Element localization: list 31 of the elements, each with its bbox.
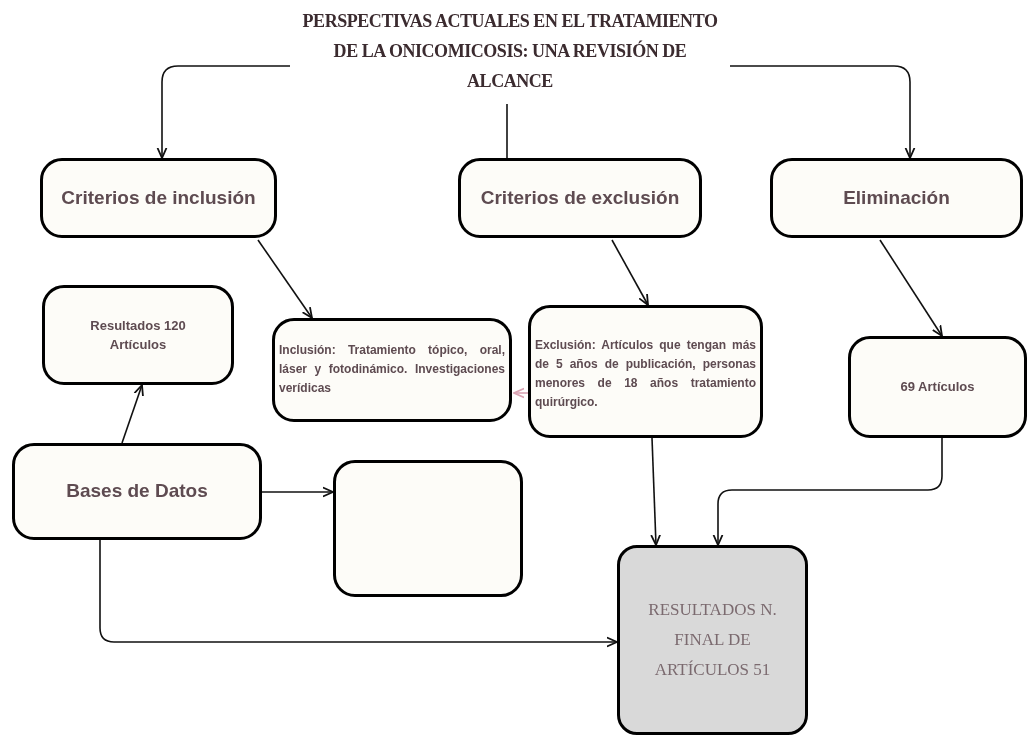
title-text: PERSPECTIVAS ACTUALES EN EL TRATAMIENTO DE LA ONICOMICOSIS: UNA REVISIÓN DE ALCANCE	[301, 10, 719, 93]
process-box	[848, 336, 1027, 438]
result-box	[617, 545, 808, 735]
empty-box	[333, 460, 523, 597]
node-text: Criterios de exclusión	[480, 185, 680, 210]
node-text: Criterios de inclusión	[61, 185, 256, 210]
process-box	[458, 158, 702, 238]
arrow	[513, 387, 529, 399]
arrow	[650, 437, 661, 546]
arrow	[611, 239, 649, 306]
process-box	[770, 158, 1023, 238]
node-text: Exclusión: Artículos que tengan más de 5 años de publicación, personas menores de 18 años tratamiento quirúrgico.	[534, 337, 757, 411]
arrow	[156, 65, 291, 159]
process-box	[272, 318, 512, 422]
process-box	[42, 285, 234, 385]
node-text: Inclusión: Tratamiento tópico, oral, láser y fotodinámico. Investigaciones verídicas	[278, 342, 506, 397]
node-text: 69 Artículos	[900, 378, 975, 397]
process-box	[528, 305, 763, 438]
arrow	[712, 437, 943, 546]
node-text: Bases de Datos	[66, 479, 208, 504]
arrow	[729, 65, 916, 159]
arrow	[257, 239, 313, 319]
node-text: Eliminación	[843, 185, 950, 210]
arrow	[121, 384, 144, 444]
arrow	[261, 486, 334, 498]
arrow	[99, 539, 618, 648]
process-box	[12, 443, 262, 540]
node-text: Resultados 120 Artículos	[89, 316, 187, 354]
process-box	[40, 158, 277, 238]
node-text: RESULTADOS N. FINAL DE ARTÍCULOS 51	[647, 599, 778, 681]
arrow	[879, 239, 943, 337]
